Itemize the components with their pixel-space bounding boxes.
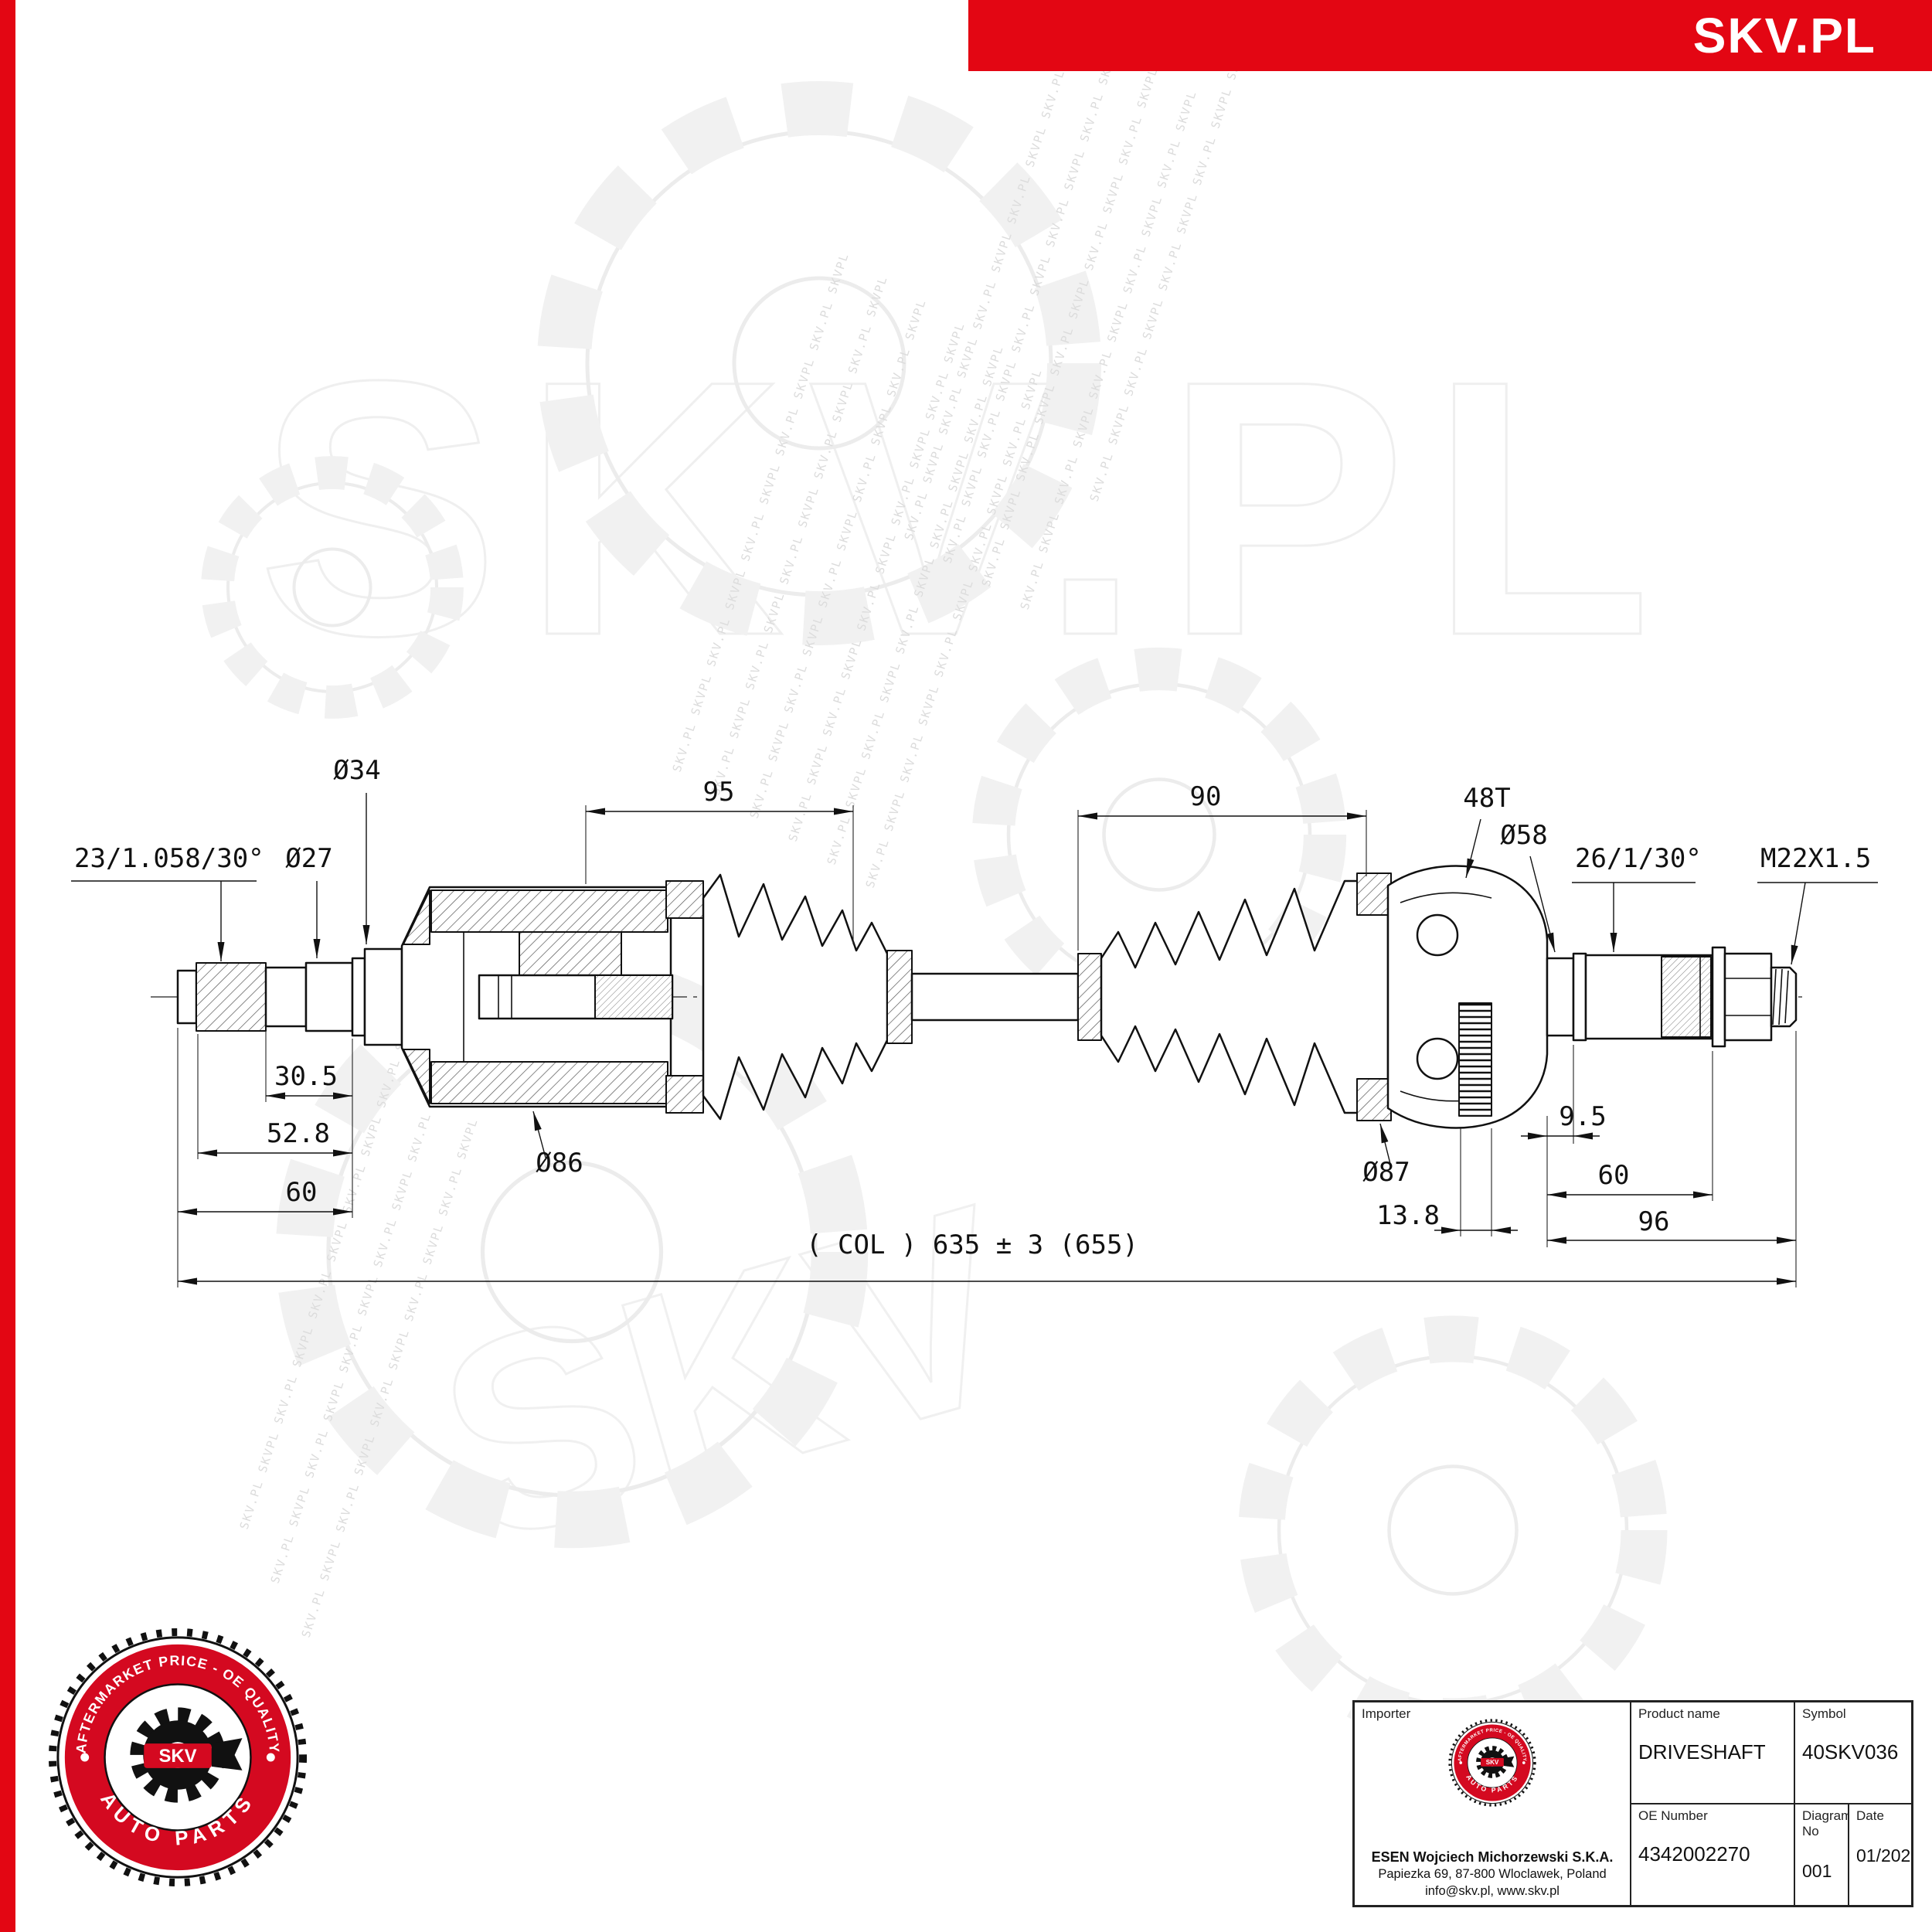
watermark-big-text-2: SKV	[410, 1146, 1046, 1603]
diagram-no-label: Diagram No	[1802, 1808, 1849, 1838]
dim-d58-label: Ø58	[1500, 820, 1547, 851]
washer	[1711, 946, 1726, 1048]
dim-13-8-label: 13.8	[1376, 1200, 1440, 1231]
importer-label: Importer	[1362, 1706, 1411, 1721]
brand-banner: SKV.PL	[968, 0, 1932, 71]
boot-clamp	[1356, 872, 1392, 916]
threaded-tip	[1770, 966, 1798, 1028]
cv-ball	[1416, 1037, 1459, 1080]
date-value: 01/2025	[1856, 1845, 1911, 1866]
tripod-roller	[519, 931, 622, 978]
left-boot	[702, 873, 913, 1121]
boot-clamp	[1077, 953, 1102, 1041]
dim-d27-label: Ø27	[285, 843, 332, 874]
symbol-cell: Symbol 40SKV036	[1794, 1702, 1912, 1804]
date-cell: Date 01/2025	[1849, 1804, 1912, 1906]
driveshaft-drawing	[151, 865, 1808, 1129]
dim-d86-label: Ø86	[536, 1148, 583, 1179]
importer-logo	[1447, 1717, 1538, 1808]
watermark-big-text: SKV.PL	[257, 305, 1675, 711]
watermark-gear	[201, 456, 464, 719]
dim-thread-label: M22X1.5	[1760, 843, 1871, 874]
symbol-value: 40SKV036	[1802, 1740, 1899, 1764]
boot-clamp	[665, 1075, 704, 1114]
dim-teeth-count-label: 48T	[1463, 783, 1510, 814]
axle-nut	[1723, 952, 1773, 1042]
watermark-gear	[1238, 1315, 1668, 1745]
diagram-no-value: 001	[1802, 1861, 1832, 1881]
company-contact: info@skv.pl, www.skv.pl	[1425, 1883, 1560, 1898]
left-stub-shaft	[176, 947, 403, 1046]
company-name: ESEN Wojciech Michorzewski S.K.A.	[1371, 1849, 1614, 1865]
info-table: Importer ESEN Wojciech Michorzewski S.K.…	[1352, 1700, 1913, 1907]
watermark: SKV.PL SKV	[201, 0, 1675, 1745]
right-boot	[1077, 872, 1392, 1121]
dim-boot-right-len-label: 90	[1190, 781, 1222, 812]
oe-number-value: 4342002270	[1638, 1842, 1750, 1866]
dim-60-right-label: 60	[1598, 1160, 1630, 1191]
outer-cv-joint	[1386, 865, 1549, 1129]
output-shaft	[1546, 946, 1798, 1048]
product-name-cell: Product name DRIVESHAFT	[1631, 1702, 1794, 1804]
dim-d87-label: Ø87	[1362, 1157, 1410, 1188]
oe-number-cell: OE Number 4342002270	[1631, 1804, 1794, 1906]
boot-clamp	[1356, 1078, 1392, 1121]
dim-spline-left-label: 23/1.058/30°	[74, 843, 264, 874]
diagram-no-cell: Diagram No 001	[1794, 1804, 1849, 1906]
left-accent-bar	[0, 0, 15, 1932]
product-name-label: Product name	[1638, 1706, 1720, 1721]
inner-cv-joint	[400, 880, 704, 1114]
company-info: ESEN Wojciech Michorzewski S.K.A. Papiez…	[1372, 1849, 1614, 1901]
importer-cell: Importer ESEN Wojciech Michorzewski S.K.…	[1354, 1702, 1631, 1906]
axle-shaft	[910, 972, 1080, 1022]
left-spline-section	[196, 962, 267, 1032]
dim-52-8-label: 52.8	[267, 1118, 330, 1149]
brand-logo: SKV.PL	[1692, 8, 1876, 63]
skv-quality-badge	[43, 1623, 312, 1892]
dim-boot-left-len-label: 95	[703, 777, 735, 808]
company-address: Papiezka 69, 87-800 Wloclawek, Poland	[1378, 1867, 1607, 1882]
symbol-label: Symbol	[1802, 1706, 1846, 1721]
date-label: Date	[1856, 1808, 1884, 1823]
cv-ball	[1416, 913, 1459, 957]
oe-number-label: OE Number	[1638, 1808, 1708, 1823]
dim-30-5-label: 30.5	[274, 1061, 338, 1092]
product-name-value: DRIVESHAFT	[1638, 1740, 1766, 1764]
dim-60-left-label: 60	[286, 1177, 318, 1208]
dimensions: 23/1.058/30° Ø27 Ø34 95 90 48T Ø58 26/1/…	[71, 755, 1878, 1287]
dim-spline-right-label: 26/1/30°	[1575, 843, 1702, 874]
boot-clamp	[886, 950, 913, 1044]
abs-tooth-ring	[1458, 1002, 1492, 1117]
watermark-gear	[537, 81, 1101, 645]
dim-9-5-label: 9.5	[1559, 1101, 1606, 1132]
dim-overall-label: ( COL ) 635 ± 3 (655)	[806, 1230, 1138, 1260]
dim-96-label: 96	[1638, 1206, 1670, 1237]
dim-d34-label: Ø34	[333, 755, 380, 786]
boot-clamp	[665, 880, 704, 919]
